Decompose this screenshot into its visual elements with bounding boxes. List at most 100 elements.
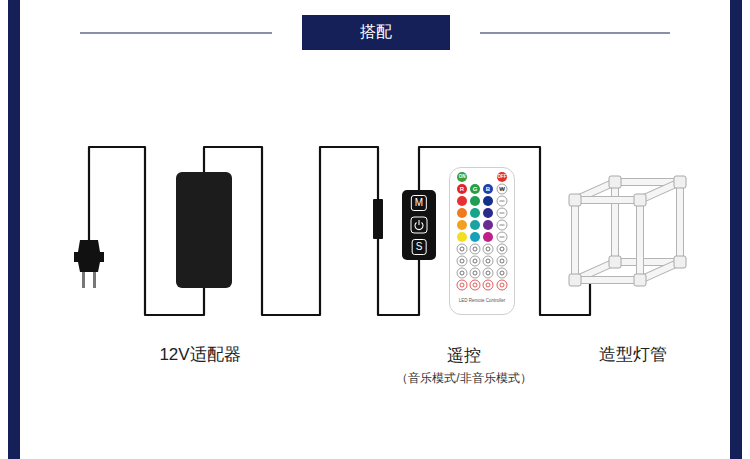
- button: [470, 268, 480, 278]
- node-label: 12V适配器: [159, 345, 240, 365]
- node-label: （音乐模式/非音乐模式）: [396, 371, 531, 385]
- tube-outline: [611, 182, 619, 262]
- plug-pin: [82, 272, 85, 288]
- button: [457, 256, 467, 266]
- button-icon: [486, 271, 490, 275]
- tube-joint: [569, 274, 581, 286]
- button-icon: [500, 283, 504, 287]
- button-icon: [460, 247, 464, 251]
- button: [497, 184, 507, 194]
- button-label: B: [486, 186, 490, 192]
- cable: [419, 147, 590, 315]
- button: [470, 184, 480, 194]
- controller: MS: [402, 190, 436, 260]
- plug-pin: [93, 272, 96, 288]
- button: [457, 172, 467, 182]
- rule-line: [80, 32, 272, 33]
- button: [457, 280, 467, 290]
- button: [483, 232, 493, 242]
- button-frame: [411, 217, 427, 233]
- remote-brand: LED Remote Controller: [459, 299, 506, 304]
- plug-body: [74, 240, 104, 272]
- button-label: ON: [459, 175, 466, 180]
- button: [483, 256, 493, 266]
- button: [457, 196, 467, 206]
- button-icon: [460, 259, 464, 263]
- button: [470, 208, 480, 218]
- button-label: W: [499, 186, 505, 192]
- button: [470, 196, 480, 206]
- tube-outline: [575, 196, 640, 204]
- button: [497, 232, 507, 242]
- tube-joint: [609, 176, 621, 188]
- button: [470, 232, 480, 242]
- cube-lamp: [569, 176, 686, 286]
- button: [470, 244, 480, 254]
- node-label: 遥控: [447, 346, 481, 366]
- button-icon: [486, 247, 490, 251]
- button-icon: [473, 271, 477, 275]
- button-icon: [500, 213, 505, 214]
- button: [470, 220, 480, 230]
- tube-joint: [674, 256, 686, 268]
- tube-outline: [571, 200, 579, 280]
- tube: [637, 200, 643, 280]
- lamp: 造型灯管: [562, 172, 687, 284]
- button-label: OFF: [498, 175, 507, 180]
- button: [483, 208, 493, 218]
- button: [497, 268, 507, 278]
- button-icon: [486, 259, 490, 263]
- adapter: 12V适配器: [176, 172, 232, 288]
- cable-connector: [373, 199, 383, 239]
- remote: 遥控（音乐模式/非音乐模式）: [449, 167, 515, 315]
- tube: [677, 182, 683, 262]
- button-icon: [473, 259, 477, 263]
- button: [483, 280, 493, 290]
- button: [457, 220, 467, 230]
- tube-outline: [676, 182, 684, 262]
- button: [457, 268, 467, 278]
- tube-joint: [569, 194, 581, 206]
- tube-joint: [634, 194, 646, 206]
- node-label: 造型灯管: [599, 345, 667, 365]
- button: [497, 172, 507, 182]
- button-icon: [500, 247, 504, 251]
- button-icon: [500, 225, 505, 226]
- tube: [572, 200, 578, 280]
- button-icon: [460, 271, 464, 275]
- tube: [575, 277, 640, 283]
- button-icon: [473, 283, 477, 287]
- button: [497, 196, 507, 206]
- button-label: G: [473, 186, 478, 192]
- button-icon: [473, 247, 477, 251]
- remote-buttons: [457, 172, 507, 290]
- button-label: R: [460, 186, 464, 192]
- button: [497, 220, 507, 230]
- title-box: 搭配: [302, 15, 450, 50]
- button: [457, 232, 467, 242]
- button: [457, 184, 467, 194]
- cable: [204, 147, 419, 315]
- button: [457, 244, 467, 254]
- tube: [612, 182, 618, 262]
- button-icon: [486, 283, 490, 287]
- tube-outline: [575, 276, 640, 284]
- plug: [74, 240, 104, 288]
- button: [483, 184, 493, 194]
- button: [483, 244, 493, 254]
- button-letter: M: [411, 195, 427, 211]
- button: [497, 280, 507, 290]
- button: [497, 208, 507, 218]
- button: [483, 196, 493, 206]
- button: [470, 256, 480, 266]
- tube: [575, 197, 640, 203]
- button: [483, 220, 493, 230]
- tube-joint: [609, 256, 621, 268]
- tube-outline: [636, 200, 644, 280]
- border-strip: [8, 0, 20, 459]
- border-strip: [730, 0, 742, 459]
- button: [497, 256, 507, 266]
- button: [470, 280, 480, 290]
- button-icon: [500, 259, 504, 263]
